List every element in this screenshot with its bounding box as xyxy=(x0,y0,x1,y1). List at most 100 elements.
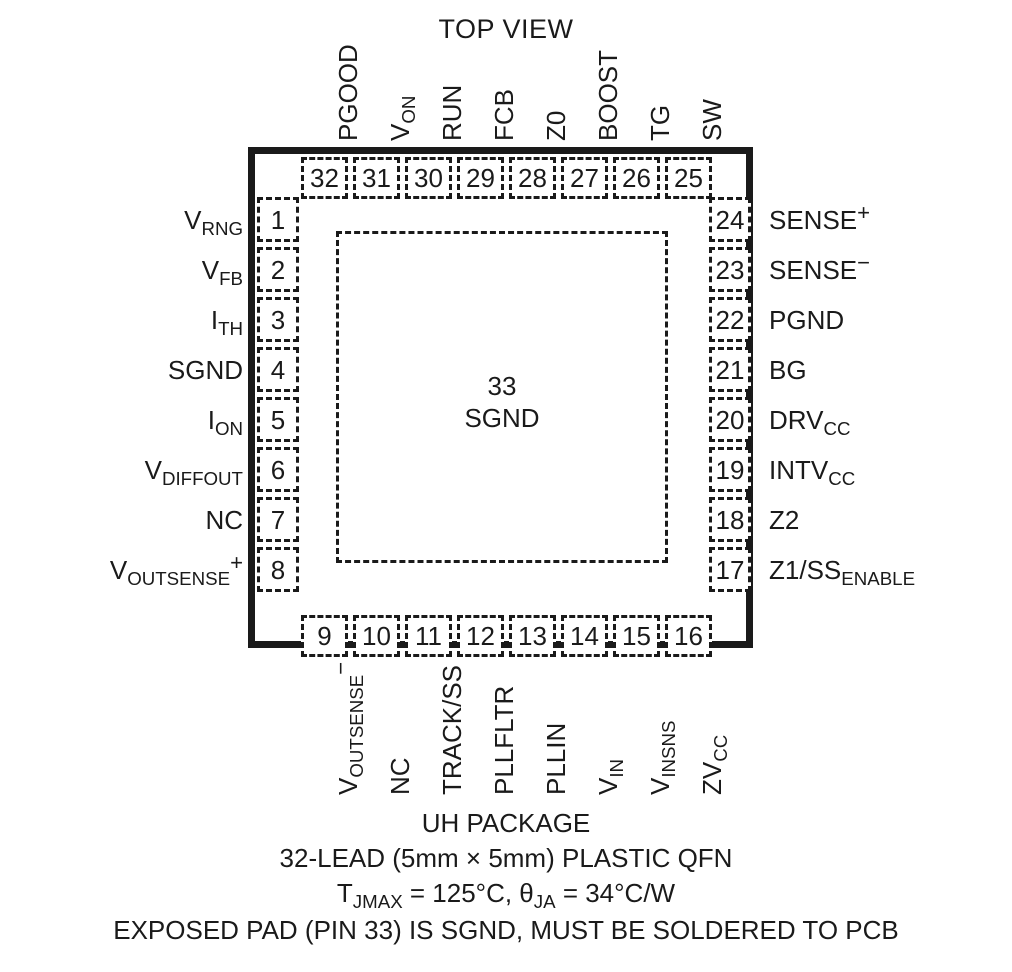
pin-label-base: Z0 xyxy=(541,110,571,141)
pin-box-20[interactable]: 20 xyxy=(709,397,751,442)
pin-name-15: VINSNS xyxy=(645,720,679,795)
pin-box-6[interactable]: 6 xyxy=(257,447,299,492)
pin-box-19[interactable]: 19 xyxy=(709,447,751,492)
pin-label-base: SW xyxy=(697,99,727,141)
pin-label-subscript: IN xyxy=(605,758,627,778)
pin-box-11[interactable]: 11 xyxy=(405,615,452,657)
pin-name-22: PGND xyxy=(769,307,844,333)
pin-label-base: V xyxy=(184,205,202,235)
pin-box-22[interactable]: 22 xyxy=(709,297,751,342)
pin-label-subscript: CC xyxy=(709,734,731,762)
caption-theta-sub: JA xyxy=(533,890,556,912)
pin-label-base: V xyxy=(593,777,623,795)
pin-name-24: SENSE+ xyxy=(769,201,870,233)
pin-box-30[interactable]: 30 xyxy=(405,157,452,199)
pin-name-23: SENSE− xyxy=(769,251,870,285)
pin-box-12[interactable]: 12 xyxy=(457,615,504,657)
pin-name-11: TRACK/SS xyxy=(437,664,467,795)
pin-label-base: Z2 xyxy=(769,505,800,535)
pin-name-6: VDIFFOUT xyxy=(0,455,243,487)
pin-box-16[interactable]: 16 xyxy=(665,615,712,657)
pin-label-subscript: ON xyxy=(397,95,419,124)
pin-label-base: V xyxy=(144,455,162,485)
caption-line-lead-count: 32-LEAD (5mm × 5mm) PLASTIC QFN xyxy=(279,843,733,873)
pin-label-base: V xyxy=(645,777,675,795)
caption-thermal-mid: = 125°C, θ xyxy=(402,878,534,908)
pin-name-2: VFB xyxy=(0,257,243,287)
pin-name-1: VRNG xyxy=(0,205,243,237)
pin-label-subscript: ON xyxy=(214,417,243,439)
pin-box-23[interactable]: 23 xyxy=(709,247,751,292)
pin-box-29[interactable]: 29 xyxy=(457,157,504,199)
pin-label-superscript: + xyxy=(857,199,871,225)
pin-box-7[interactable]: 7 xyxy=(257,497,299,542)
pin-box-17[interactable]: 17 xyxy=(709,547,751,592)
pin-box-5[interactable]: 5 xyxy=(257,397,299,442)
pin-label-base: DRV xyxy=(769,405,824,435)
pin-box-25[interactable]: 25 xyxy=(665,157,712,199)
pin-box-10[interactable]: 10 xyxy=(353,615,400,657)
pin-name-26: TG xyxy=(645,105,675,141)
pin-box-8[interactable]: 8 xyxy=(257,547,299,592)
pin-label-base: I xyxy=(210,305,219,335)
pin-name-32: PGOOD xyxy=(333,44,363,141)
pin-box-21[interactable]: 21 xyxy=(709,347,751,392)
pin-box-2[interactable]: 2 xyxy=(257,247,299,292)
pin-label-base: SENSE xyxy=(769,255,858,285)
pin-name-5: ION xyxy=(0,407,243,437)
pin-label-base: TRACK/SS xyxy=(437,664,467,795)
pin-name-7: NC xyxy=(0,507,243,533)
pin-label-base: PGOOD xyxy=(333,44,363,141)
pin-name-27: BOOST xyxy=(593,50,623,141)
caption-tjmax-pre: T xyxy=(336,878,353,908)
pin-name-16: ZVCC xyxy=(697,735,731,795)
pin-label-superscript: − xyxy=(327,661,353,675)
pin-name-30: RUN xyxy=(437,84,467,141)
pin-name-25: SW xyxy=(697,99,727,141)
pin-box-14[interactable]: 14 xyxy=(561,615,608,657)
pin-box-15[interactable]: 15 xyxy=(613,615,660,657)
exposed-pad-label: 33 SGND xyxy=(464,371,540,433)
pin-name-8: VOUTSENSE+ xyxy=(0,551,243,587)
pin-name-17: Z1/SSENABLE xyxy=(769,557,915,587)
pin-name-21: BG xyxy=(769,357,807,383)
pin-label-base: FCB xyxy=(489,89,519,141)
pin-label-base: INTV xyxy=(769,455,829,485)
caption-tjmax-sub: JMAX xyxy=(352,890,403,912)
pin-box-32[interactable]: 32 xyxy=(301,157,348,199)
pin-name-29: FCB xyxy=(489,89,519,141)
pin-box-27[interactable]: 27 xyxy=(561,157,608,199)
package-caption: UH PACKAGE 32-LEAD (5mm × 5mm) PLASTIC Q… xyxy=(0,806,1012,948)
pin-box-1[interactable]: 1 xyxy=(257,197,299,242)
pin-box-31[interactable]: 31 xyxy=(353,157,400,199)
pin-label-base: NC xyxy=(385,757,415,795)
pin-label-base: RUN xyxy=(437,84,467,141)
pin-name-31: VON xyxy=(385,96,419,141)
pin-label-base: PGND xyxy=(769,305,845,335)
pin-label-subscript: DIFFOUT xyxy=(161,467,243,489)
pin-box-9[interactable]: 9 xyxy=(301,615,348,657)
pin-box-13[interactable]: 13 xyxy=(509,615,556,657)
pin-box-4[interactable]: 4 xyxy=(257,347,299,392)
pin-name-14: VIN xyxy=(593,759,627,795)
pin-label-base: SGND xyxy=(167,355,243,385)
pin-box-26[interactable]: 26 xyxy=(613,157,660,199)
pin-box-18[interactable]: 18 xyxy=(709,497,751,542)
pin-label-subscript: TH xyxy=(218,317,243,339)
pin-box-3[interactable]: 3 xyxy=(257,297,299,342)
caption-thermal-post: = 34°C/W xyxy=(555,878,676,908)
pin-label-base: V xyxy=(385,123,415,141)
caption-line-package-name: UH PACKAGE xyxy=(421,808,591,838)
pin-name-9: VOUTSENSE− xyxy=(328,662,367,795)
pin-box-24[interactable]: 24 xyxy=(709,197,751,242)
pin-label-base: BG xyxy=(769,355,807,385)
pin-label-subscript: CC xyxy=(828,467,856,489)
pin-label-subscript: OUTSENSE xyxy=(127,567,231,589)
pin-box-28[interactable]: 28 xyxy=(509,157,556,199)
pin-label-base: V xyxy=(109,555,128,585)
pin-label-subscript: CC xyxy=(823,417,851,439)
pin-name-10: NC xyxy=(385,757,415,795)
pin-label-base: ZV xyxy=(697,761,727,795)
pin-name-28: Z0 xyxy=(541,110,571,141)
